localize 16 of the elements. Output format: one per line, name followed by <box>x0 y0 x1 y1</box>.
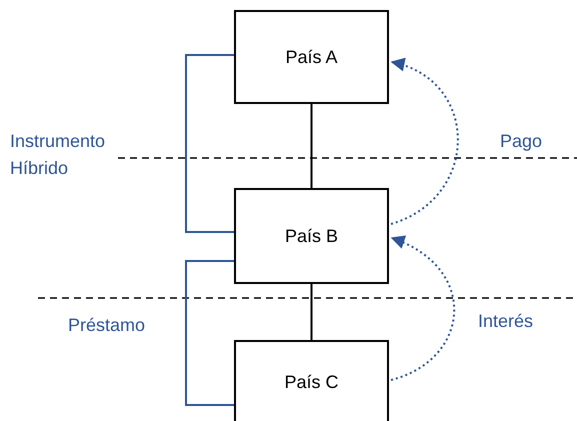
country-box <box>234 340 389 421</box>
dotted-arrow <box>390 236 456 381</box>
country-box <box>234 188 389 284</box>
edge-label: Interés <box>478 310 534 333</box>
edge-label: Pago <box>500 130 544 153</box>
country-name: País C <box>284 372 339 393</box>
connector-line <box>185 54 234 233</box>
dotted-arrow <box>390 59 459 225</box>
country-name: País B <box>284 226 338 246</box>
country-box <box>234 10 389 104</box>
connector-line <box>310 284 312 340</box>
edge-label: Préstamo <box>68 314 146 337</box>
edge-label: Instrumento Híbrido <box>10 130 106 180</box>
connector-line <box>310 104 312 188</box>
connector-line <box>185 260 234 406</box>
country-name: País A <box>285 46 338 68</box>
